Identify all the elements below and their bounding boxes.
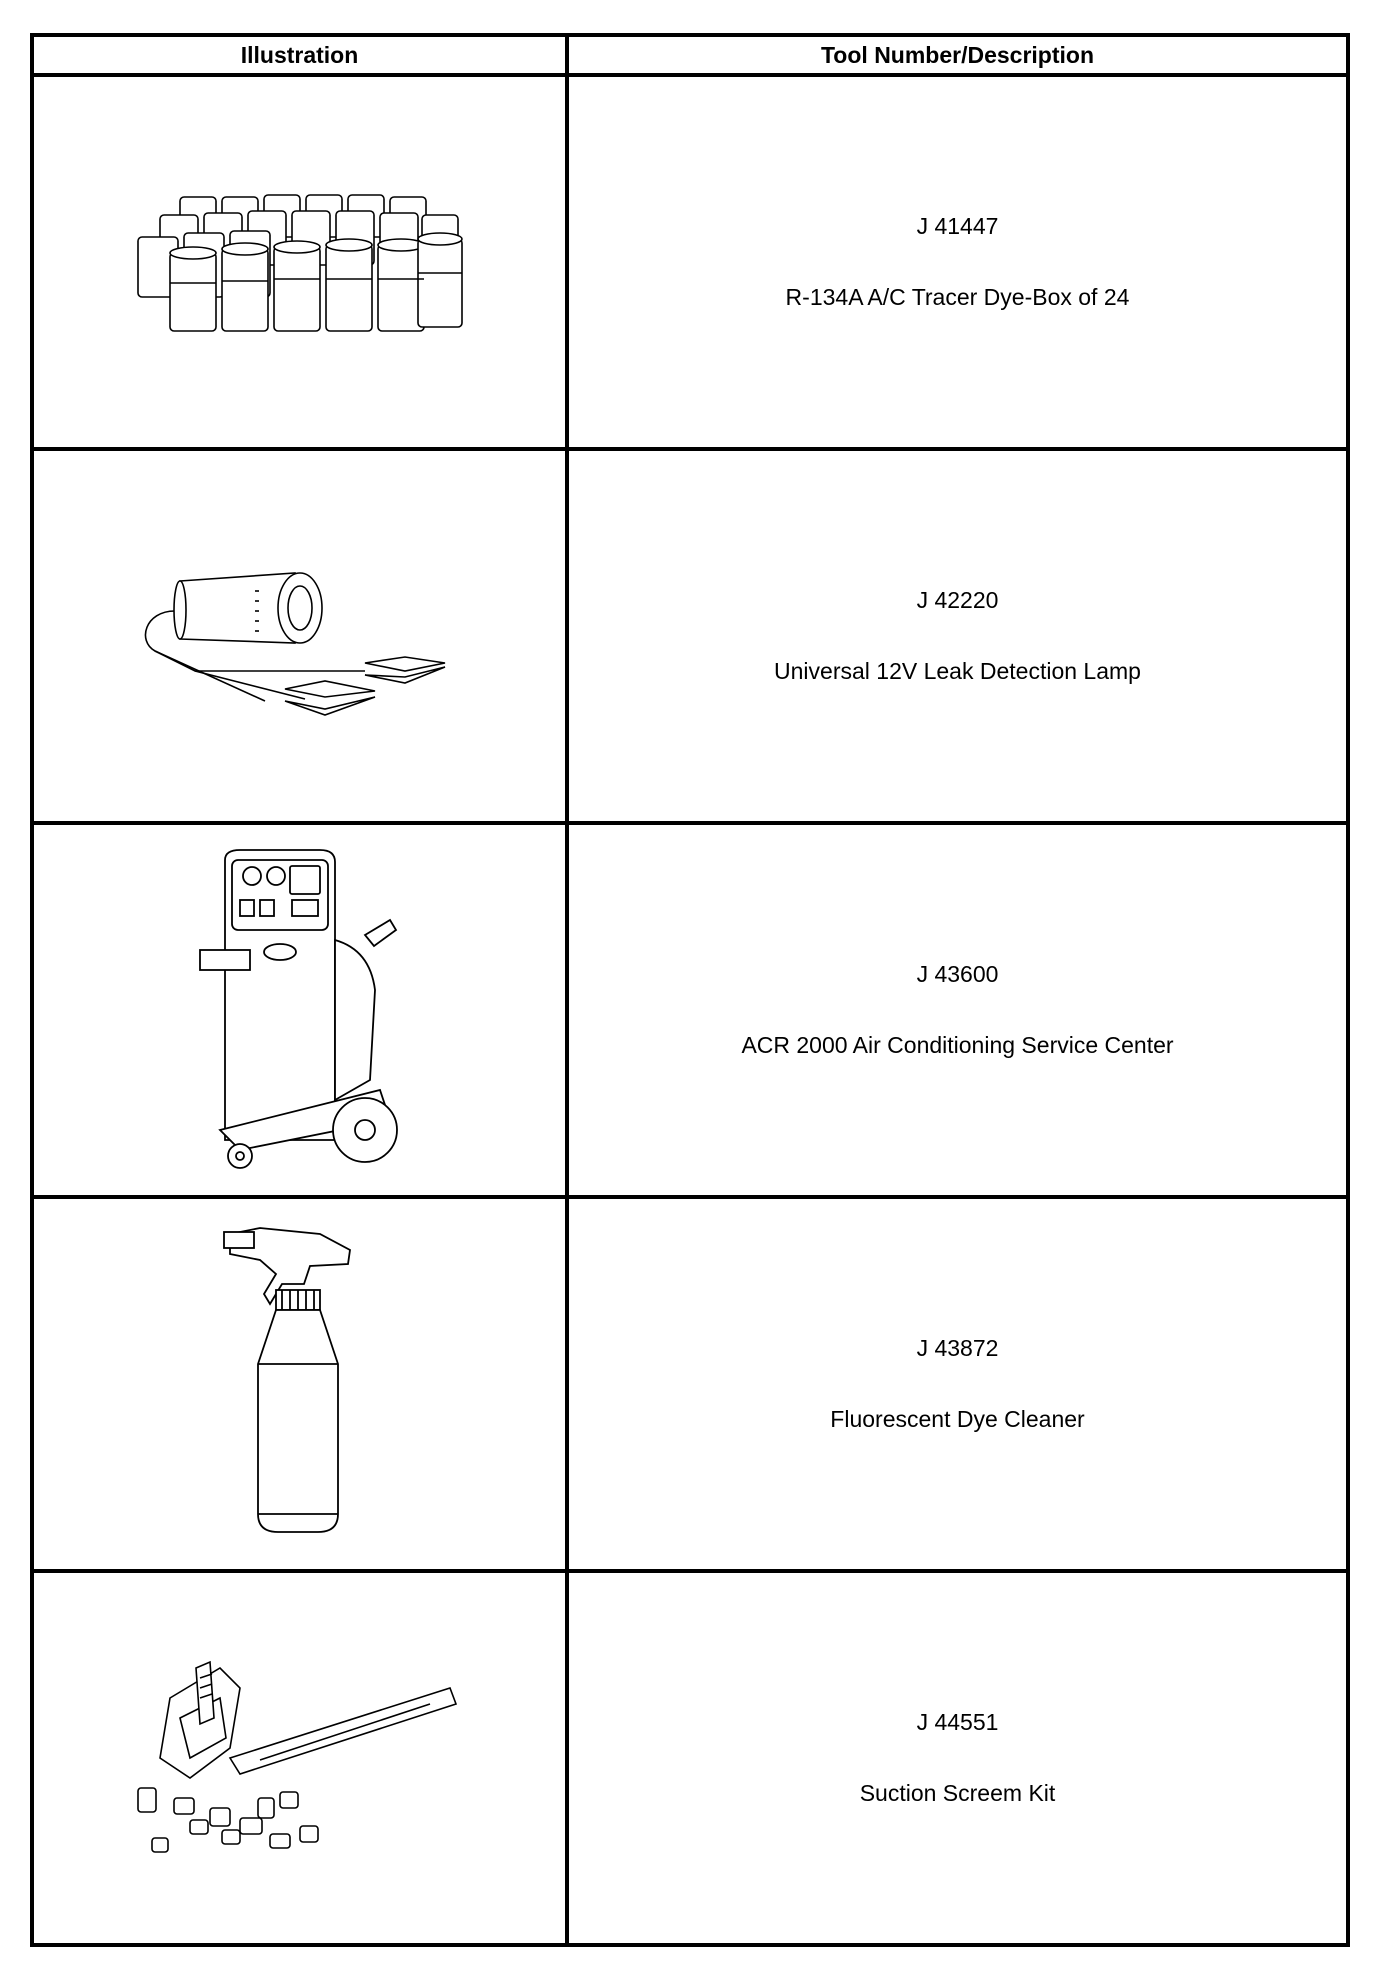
alligator-clip-1 — [364, 656, 445, 684]
bottles-front-row — [168, 232, 463, 332]
illustration-cell — [30, 1195, 569, 1573]
illustration-cell — [30, 73, 569, 451]
bracket — [158, 1660, 241, 1779]
tool-number: J 43872 — [916, 1335, 999, 1361]
description-cell: J 44551 Suction Screem Kit — [565, 1569, 1350, 1947]
illustration-cell — [30, 821, 569, 1199]
dye-bottles-box-illustration — [136, 194, 463, 332]
tool-table: Illustration Tool Number/Description — [30, 33, 1350, 1947]
fittings — [136, 1787, 319, 1853]
tool-description: R-134A A/C Tracer Dye-Box of 24 — [785, 284, 1130, 310]
tool-description: Fluorescent Dye Cleaner — [830, 1406, 1085, 1432]
wrench-bar — [228, 1687, 457, 1775]
table-row: J 42220 Universal 12V Leak Detection Lam… — [30, 447, 1350, 825]
lamp-markings — [254, 590, 259, 632]
description-cell: J 43600 ACR 2000 Air Conditioning Servic… — [565, 821, 1350, 1199]
tool-number: J 43600 — [916, 961, 999, 987]
header-illustration: Illustration — [30, 33, 569, 77]
description-cell: J 41447 R-134A A/C Tracer Dye-Box of 24 — [565, 73, 1350, 451]
illustration-cell — [30, 1569, 569, 1947]
illustration-cell — [30, 447, 569, 825]
description-cell: J 42220 Universal 12V Leak Detection Lam… — [565, 447, 1350, 825]
description-cell: J 43872 Fluorescent Dye Cleaner — [565, 1195, 1350, 1573]
table-row: J 43872 Fluorescent Dye Cleaner — [30, 1195, 1350, 1573]
table-row: J 44551 Suction Screem Kit — [30, 1569, 1350, 1947]
ac-service-center-illustration — [198, 849, 398, 1169]
tool-description: ACR 2000 Air Conditioning Service Center — [741, 1032, 1174, 1058]
header-tool-description: Tool Number/Description — [565, 33, 1350, 77]
tool-number: J 41447 — [916, 213, 999, 239]
tool-description: Suction Screem Kit — [859, 1780, 1056, 1806]
header-row: Illustration Tool Number/Description — [30, 33, 1350, 77]
alligator-clip-2 — [284, 680, 375, 716]
tool-number: J 44551 — [916, 1709, 999, 1735]
spray-bottle-illustration — [222, 1227, 351, 1533]
tool-description: Universal 12V Leak Detection Lamp — [774, 658, 1141, 684]
leak-detection-lamp-illustration — [144, 572, 445, 716]
table-row: J 43600 ACR 2000 Air Conditioning Servic… — [30, 821, 1350, 1199]
table-row: J 41447 R-134A A/C Tracer Dye-Box of 24 — [30, 73, 1350, 451]
tool-number: J 42220 — [916, 587, 999, 613]
suction-screen-kit-illustration — [136, 1660, 457, 1853]
